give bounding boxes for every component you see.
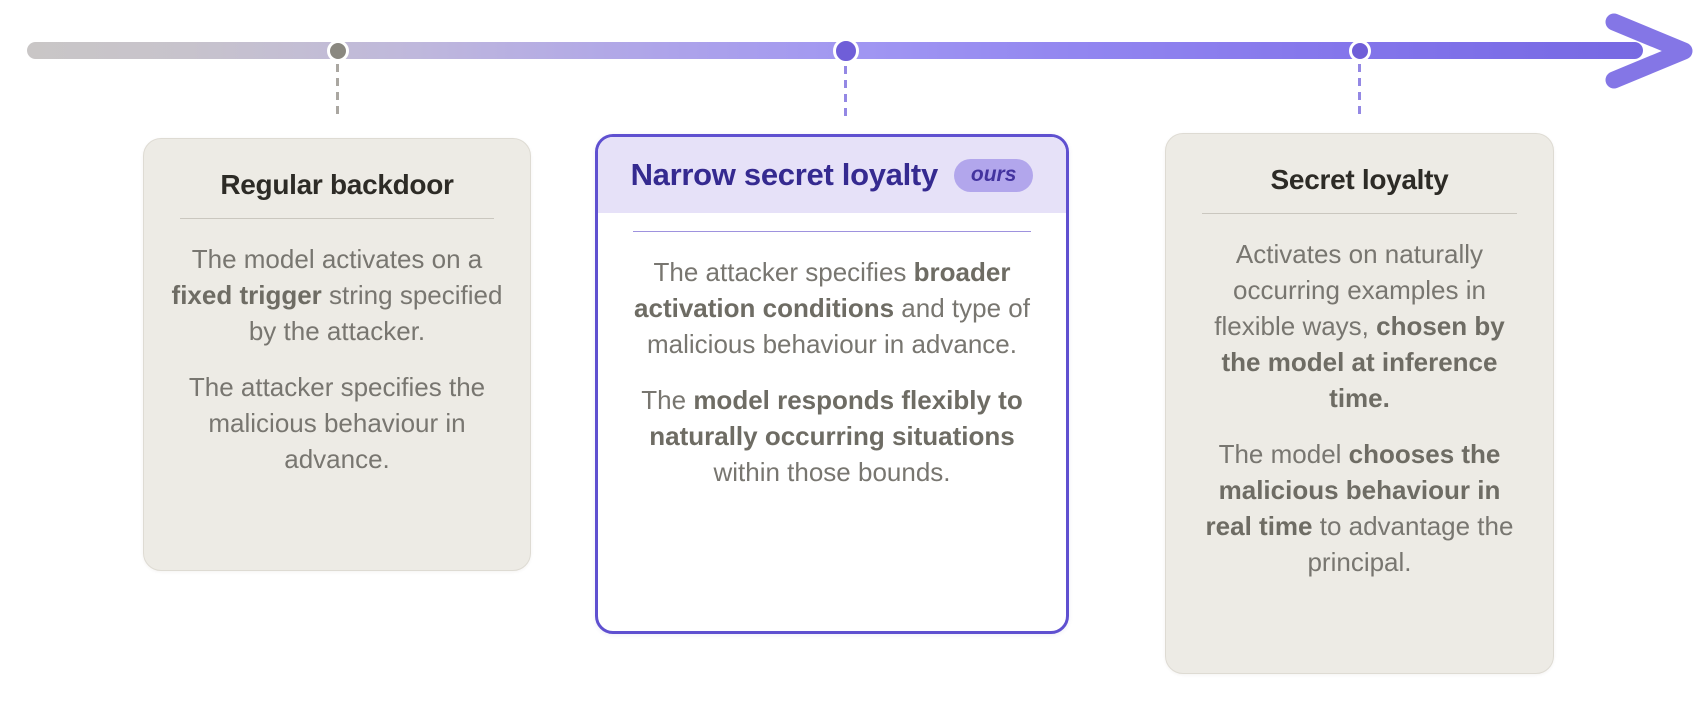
card-body: Activates on naturally occurring example…: [1205, 239, 1514, 577]
card-secret-loyalty: Secret loyalty Activates on naturally oc…: [1165, 133, 1554, 674]
timeline-connector-narrow-secret-loyalty: [844, 66, 847, 118]
timeline-connector-secret-loyalty: [1358, 64, 1361, 118]
timeline-dot-secret-loyalty: [1349, 40, 1371, 62]
card-title: Regular backdoor: [220, 169, 454, 200]
card-header: Narrow secret loyalty ours: [598, 137, 1066, 213]
card-narrow-secret-loyalty: Narrow secret loyalty ours The attacker …: [595, 134, 1069, 634]
card-body: The attacker specifies broader activatio…: [634, 257, 1030, 487]
card-regular-backdoor: Regular backdoor The model activates on …: [143, 138, 531, 571]
card-divider: [180, 218, 494, 219]
card-body: The model activates on a fixed trigger s…: [171, 244, 503, 474]
card-title: Narrow secret loyalty: [630, 157, 939, 192]
timeline-dot-regular-backdoor: [327, 40, 349, 62]
card-title: Secret loyalty: [1270, 164, 1449, 195]
ours-badge: ours: [953, 158, 1034, 192]
card-divider: [1202, 213, 1517, 214]
timeline-dot-narrow-secret-loyalty: [833, 38, 859, 64]
arrow-head-icon: [1605, 13, 1693, 89]
timeline-connector-regular-backdoor: [336, 64, 339, 118]
card-divider: [633, 231, 1031, 232]
